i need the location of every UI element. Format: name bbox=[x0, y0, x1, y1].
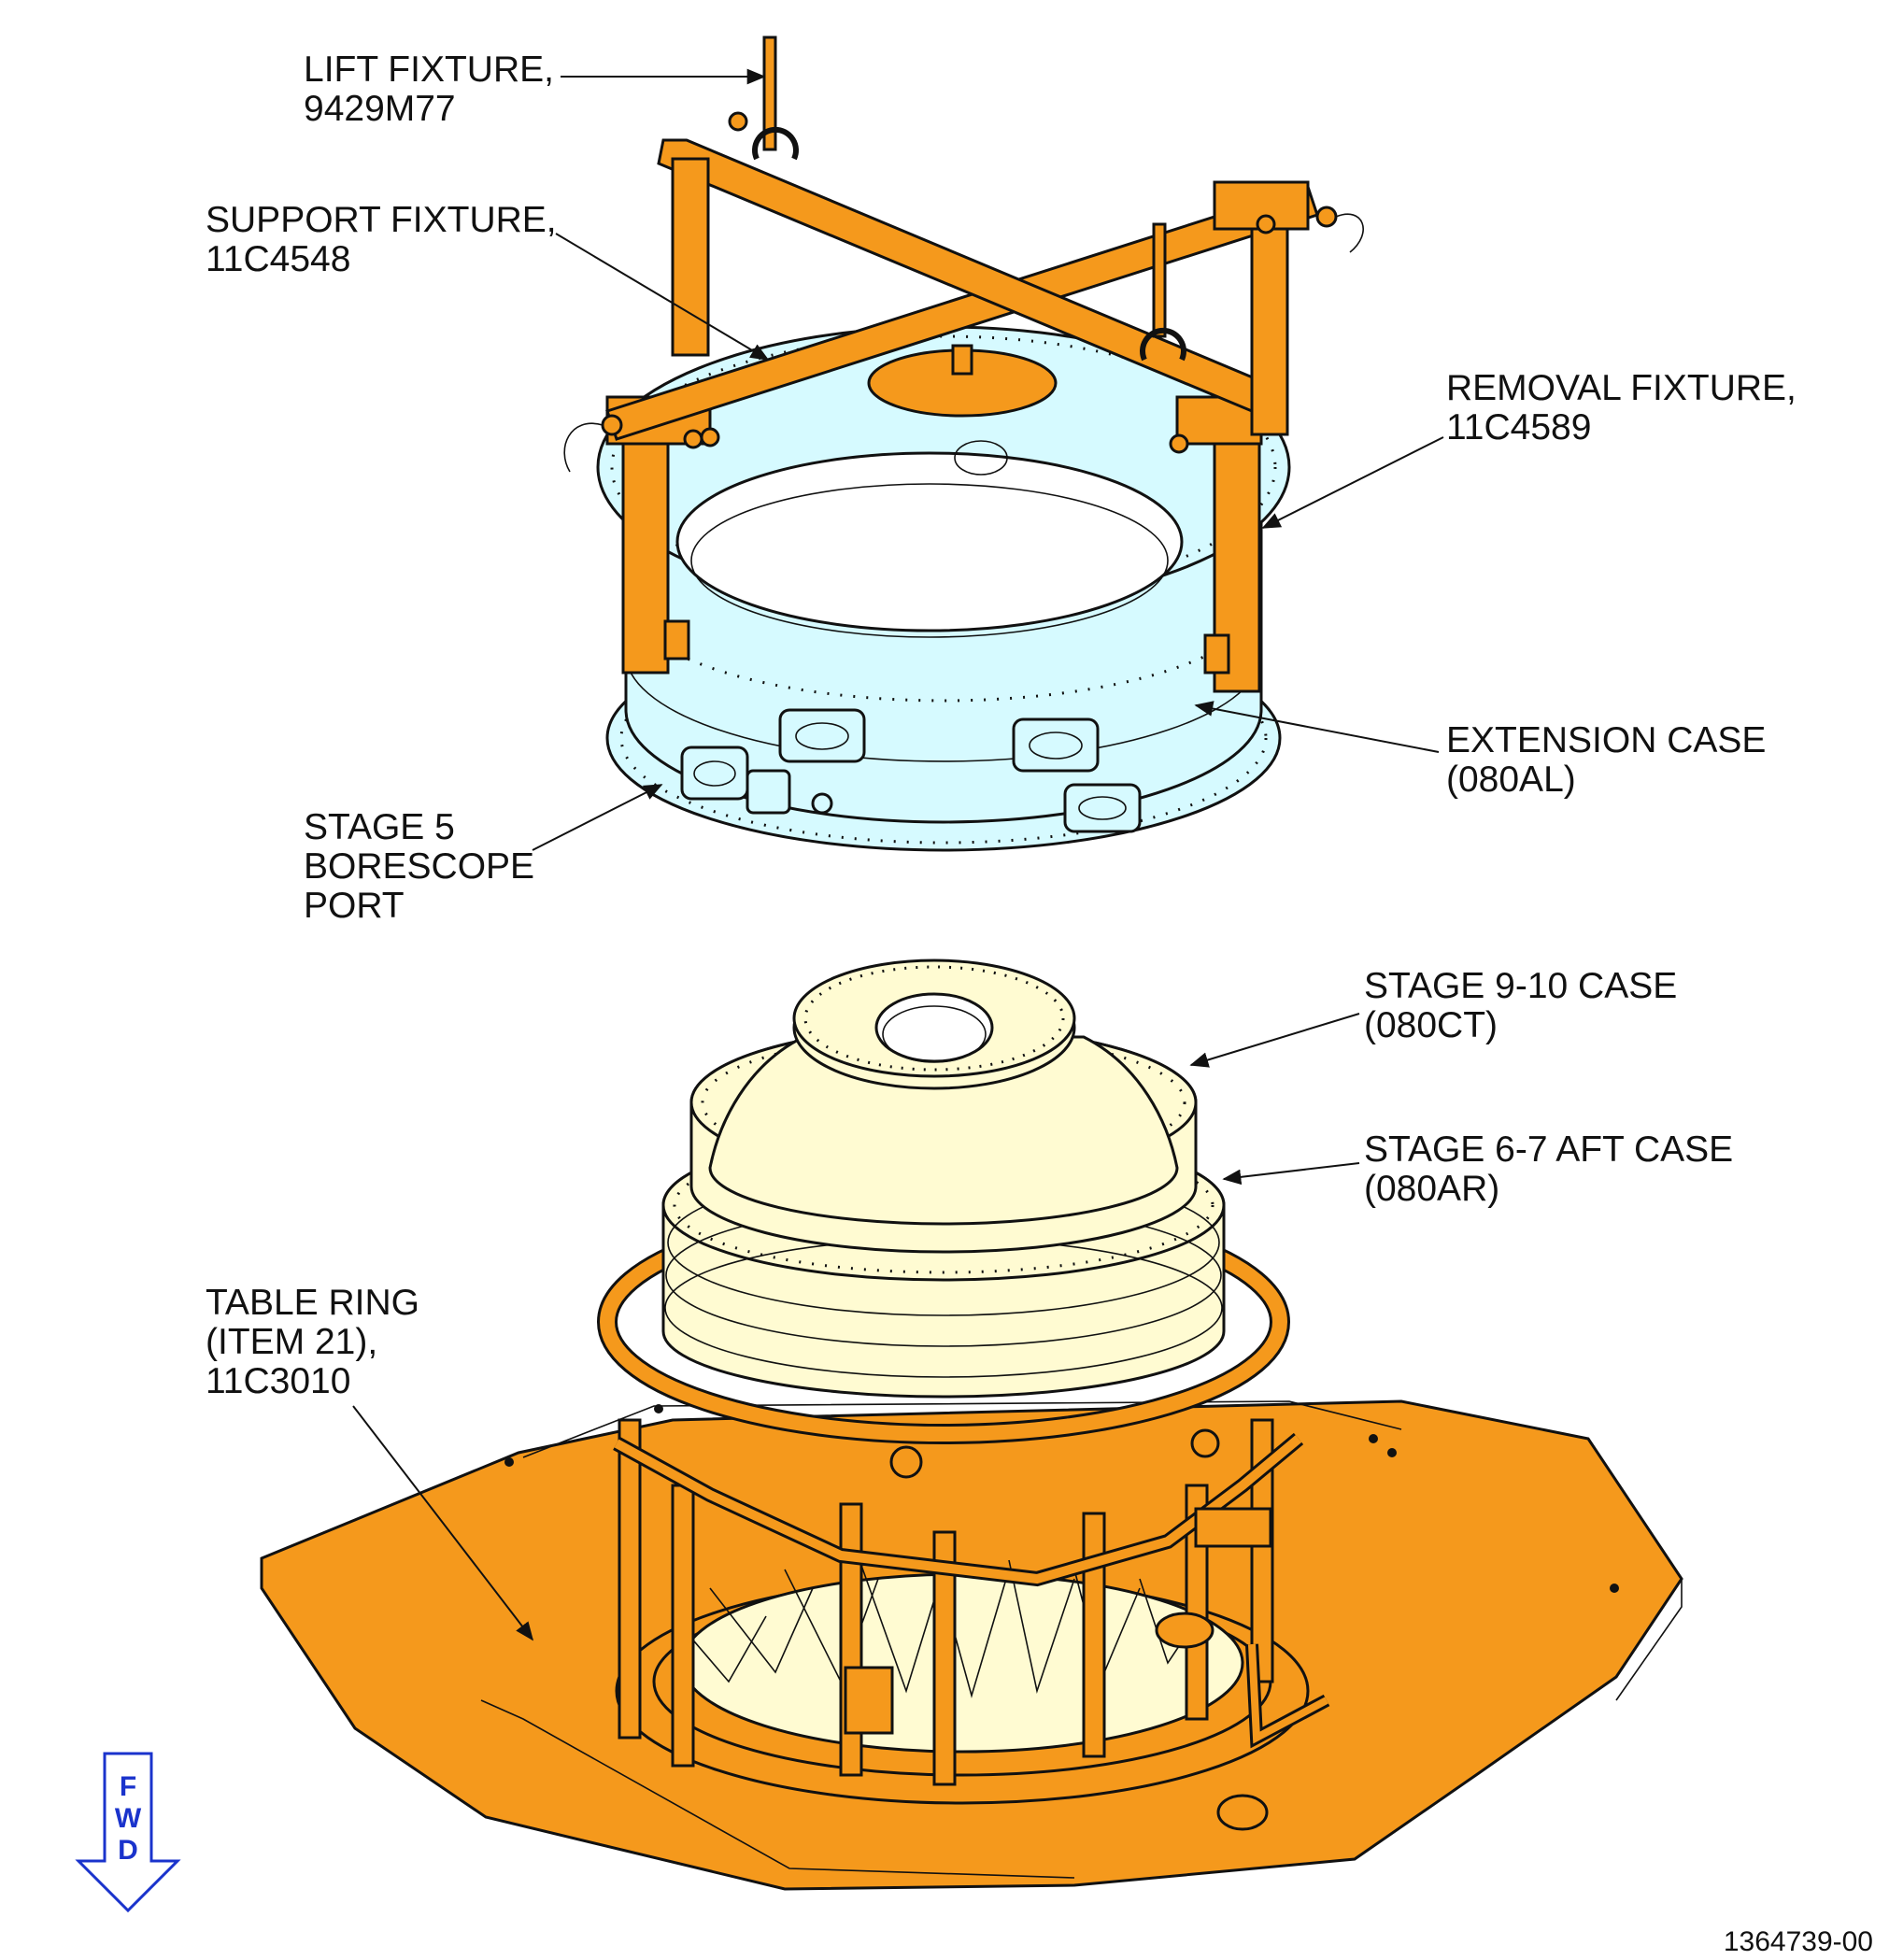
callout-lift-fixture: LIFT FIXTURE, 9429M77 bbox=[304, 50, 554, 129]
callout-line: (080AR) bbox=[1364, 1169, 1499, 1209]
callout-line: (ITEM 21), bbox=[206, 1322, 377, 1362]
callout-stage5-borescope-port: STAGE 5 BORESCOPE PORT bbox=[304, 807, 534, 926]
stage-9-10-case bbox=[689, 959, 1198, 1254]
table-ring-stand bbox=[597, 1200, 1330, 1831]
leader-lines bbox=[352, 68, 1444, 1641]
callout-extension-case: EXTENSION CASE (080AL) bbox=[1446, 720, 1766, 800]
callout-line: STAGE 9-10 CASE bbox=[1364, 966, 1677, 1006]
fwd-letter: D bbox=[118, 1835, 138, 1866]
callout-support-fixture: SUPPORT FIXTURE, 11C4548 bbox=[206, 200, 557, 279]
callout-line: LIFT FIXTURE, bbox=[304, 50, 554, 90]
callout-line: STAGE 6-7 AFT CASE bbox=[1364, 1129, 1733, 1170]
callout-table-ring: TABLE RING (ITEM 21), 11C3010 bbox=[206, 1283, 419, 1401]
figure-number: 1364739-00 bbox=[1724, 1926, 1873, 1957]
callout-line: BORESCOPE bbox=[304, 846, 534, 887]
extension-case bbox=[596, 325, 1291, 852]
callout-line: 11C4589 bbox=[1446, 407, 1591, 447]
callout-stage-6-7-aft-case: STAGE 6-7 AFT CASE (080AR) bbox=[1364, 1129, 1733, 1209]
callout-line: SUPPORT FIXTURE, bbox=[206, 200, 557, 240]
callout-line: 9429M77 bbox=[304, 89, 456, 129]
callout-stage-9-10-case: STAGE 9-10 CASE (080CT) bbox=[1364, 966, 1677, 1045]
callout-line: REMOVAL FIXTURE, bbox=[1446, 368, 1797, 408]
fwd-letter: F bbox=[120, 1771, 136, 1802]
callout-line: 11C3010 bbox=[206, 1361, 350, 1401]
fwd-direction-arrow: F W D bbox=[75, 1752, 181, 1913]
callout-removal-fixture: REMOVAL FIXTURE, 11C4589 bbox=[1446, 368, 1797, 447]
callout-line: PORT bbox=[304, 886, 405, 926]
callout-line: 11C4548 bbox=[206, 239, 350, 279]
callout-line: STAGE 5 bbox=[304, 807, 455, 847]
fwd-letter: W bbox=[115, 1803, 142, 1834]
callout-line: (080AL) bbox=[1446, 760, 1576, 800]
lift-fixture bbox=[563, 36, 1364, 473]
callout-line: TABLE RING bbox=[206, 1283, 419, 1323]
callout-line: EXTENSION CASE bbox=[1446, 720, 1766, 760]
callout-line: (080CT) bbox=[1364, 1005, 1498, 1045]
